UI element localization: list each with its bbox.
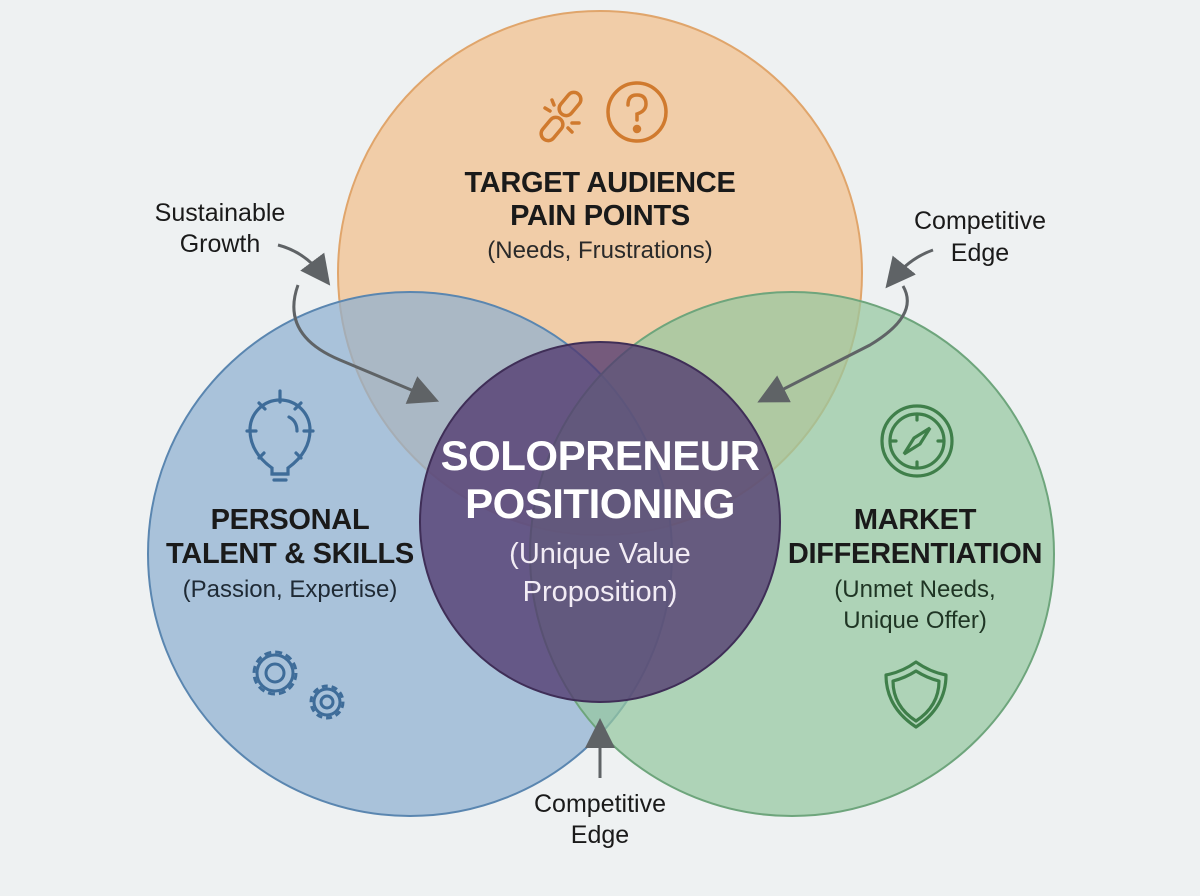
- callout-sustainable-growth-line1: Sustainable: [154, 199, 286, 227]
- circle-solopreneur-positioning: [419, 341, 781, 703]
- center-subtitle-line2: Proposition): [522, 576, 678, 608]
- right-subtitle-line2: Unique Offer): [843, 607, 987, 634]
- top-title-line1: TARGET AUDIENCE: [464, 167, 736, 199]
- shield-icon: [884, 660, 948, 729]
- callout-competitive-edge-top-line2: Edge: [950, 239, 1010, 267]
- arrow-sustainable-growth-2: [292, 284, 440, 404]
- center-title-line2: POSITIONING: [465, 480, 735, 527]
- arrow-competitive-edge-top-2: [757, 285, 909, 403]
- question-icon: [606, 81, 668, 143]
- lightbulb-icon: [245, 389, 315, 482]
- center-title-line1: SOLOPRENEUR: [440, 432, 760, 479]
- broken-link-icon: [539, 90, 583, 143]
- gears-icon: [252, 650, 345, 720]
- center-subtitle-line1: (Unique Value: [509, 538, 691, 570]
- left-subtitle: (Passion, Expertise): [182, 576, 398, 603]
- callout-sustainable-growth-line2: Growth: [179, 230, 261, 258]
- left-title-line1: PERSONAL: [210, 504, 370, 536]
- compass-icon: [880, 404, 954, 478]
- top-subtitle: (Needs, Frustrations): [487, 237, 713, 264]
- arrow-competitive-edge-top-1: [885, 248, 934, 289]
- callout-competitive-edge-top-line1: Competitive: [914, 207, 1046, 235]
- right-title-line1: MARKET: [853, 504, 977, 536]
- callout-competitive-edge-bottom-line1: Competitive: [534, 790, 666, 818]
- callout-competitive-edge-bottom-line2: Edge: [570, 821, 630, 849]
- right-subtitle-line1: (Unmet Needs,: [834, 576, 996, 603]
- left-title-line2: TALENT & SKILLS: [166, 538, 414, 570]
- right-title-line2: DIFFERENTIATION: [787, 538, 1043, 570]
- arrow-sustainable-growth-1: [277, 243, 331, 286]
- top-title-line2: PAIN POINTS: [510, 200, 690, 232]
